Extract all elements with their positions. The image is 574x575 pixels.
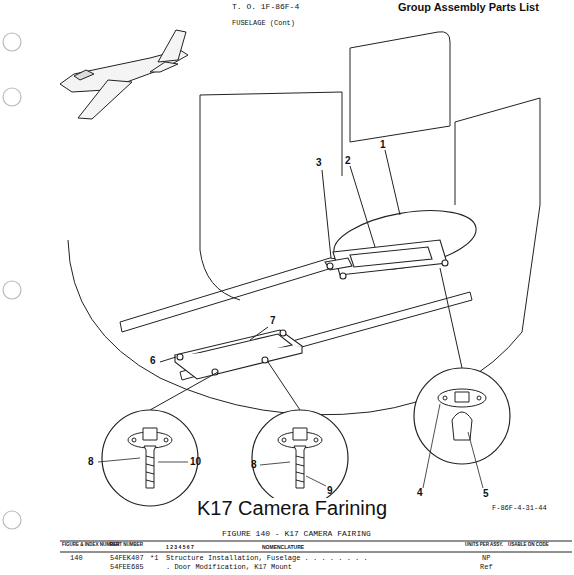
callout-number: 10 [190,457,201,467]
table-cell: 54FEE685 [110,564,144,571]
table-header: UNITS PER ASSY. [465,543,503,548]
table-header: NOMENCLATURE [262,545,304,550]
callout-number: 6 [150,356,156,366]
callout-number: 2 [345,156,351,166]
callout-number: 9 [327,486,333,496]
figure-code: F-86F-4-31-44 [492,505,547,512]
callout-leaders [98,404,483,488]
table-header: 1 2 3 4 5 6 7 [166,545,194,550]
callout-number: 5 [483,489,489,499]
callout-number: 8 [251,460,257,470]
jet-silhouette [60,30,188,119]
callout-number: 8 [88,457,94,467]
table-header: PART NUMBER [110,543,143,548]
table-cell: 140 [70,555,83,562]
page-heading: Group Assembly Parts List [398,2,539,13]
table-cell: . Door Modification, K17 Mount [166,564,292,571]
detail-circles [102,368,510,506]
table-header: USABLE ON CODE [508,543,549,548]
table-cell: Structure Installation, Fuselage . . . .… [166,555,368,562]
callout-number: 7 [270,316,276,326]
table-cell: *1 [150,555,158,562]
doc-number: T. O. 1F-86F-4 [232,3,299,11]
fastener-details [128,389,486,488]
figure-caption: FIGURE 140 - K17 CAMERA FAIRING [222,530,371,538]
table-cell: 54FEK407 [110,555,144,562]
callout-number: 1 [380,140,386,150]
table-cell: NP [482,555,490,562]
fuselage-structure [68,32,540,415]
callout-number: 3 [316,158,322,168]
section-name: FUSELAGE (Cont) [232,20,295,27]
leader-lines [150,150,462,410]
overlay-title: K17 Camera Farining [195,498,389,518]
callout-number: 4 [417,488,423,498]
table-cell: Ref [480,564,493,571]
punch-holes [3,33,21,529]
table-rules [60,541,572,552]
